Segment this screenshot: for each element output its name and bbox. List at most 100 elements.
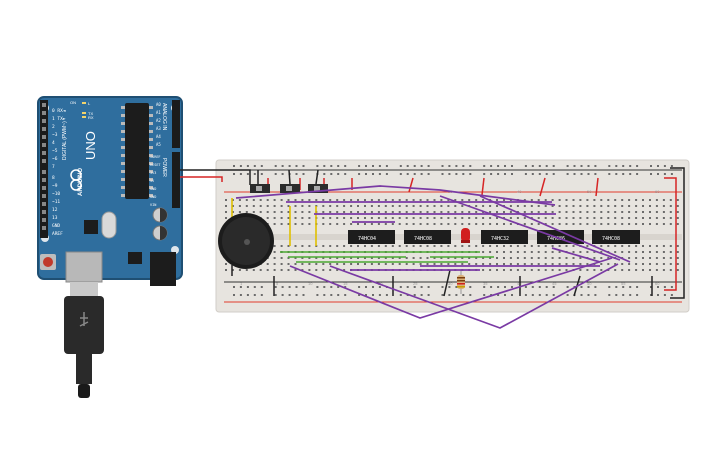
breadboard-hole[interactable] (398, 257, 401, 259)
breadboard-hole[interactable] (579, 269, 582, 271)
breadboard-hole[interactable] (503, 263, 505, 265)
breadboard-hole[interactable] (489, 223, 492, 225)
breadboard-hole[interactable] (649, 245, 651, 247)
breadboard-hole[interactable] (399, 286, 402, 288)
breadboard-hole[interactable] (405, 211, 408, 213)
breadboard-hole[interactable] (530, 205, 533, 207)
breadboard-hole[interactable] (273, 223, 276, 225)
breadboard-hole[interactable] (655, 263, 658, 265)
breadboard-hole[interactable] (497, 294, 500, 296)
breadboard-hole[interactable] (330, 286, 333, 288)
breadboard-hole[interactable] (364, 199, 366, 201)
breadboard-hole[interactable] (642, 205, 644, 207)
breadboard-hole[interactable] (607, 263, 610, 265)
breadboard-hole[interactable] (426, 211, 429, 213)
breadboard-hole[interactable] (551, 199, 554, 201)
breadboard-hole[interactable] (544, 245, 547, 247)
breadboard-hole[interactable] (558, 251, 561, 253)
breadboard-hole[interactable] (579, 217, 582, 219)
breadboard-hole[interactable] (245, 199, 248, 201)
breadboard-hole[interactable] (516, 205, 519, 207)
breadboard-hole[interactable] (231, 211, 234, 213)
breadboard-hole[interactable] (225, 205, 227, 207)
breadboard-hole[interactable] (398, 245, 401, 247)
breadboard-hole[interactable] (635, 217, 638, 219)
breadboard-hole[interactable] (614, 223, 617, 225)
breadboard-hole[interactable] (635, 245, 638, 247)
breadboard-hole[interactable] (330, 165, 333, 167)
breadboard-hole[interactable] (329, 211, 332, 213)
breadboard-hole[interactable] (391, 245, 394, 247)
breadboard-hole[interactable] (231, 205, 234, 207)
breadboard-hole[interactable] (357, 199, 359, 201)
breadboard-hole[interactable] (509, 223, 512, 225)
breadboard-hole[interactable] (412, 205, 415, 207)
breadboard-hole[interactable] (343, 199, 346, 201)
breadboard-hole[interactable] (558, 217, 561, 219)
breadboard-hole[interactable] (378, 286, 381, 288)
breadboard-hole[interactable] (586, 269, 589, 271)
breadboard-hole[interactable] (225, 199, 227, 201)
breadboard-hole[interactable] (635, 205, 638, 207)
breadboard-hole[interactable] (239, 173, 242, 175)
breadboard-hole[interactable] (469, 294, 472, 296)
breadboard-hole[interactable] (406, 165, 409, 167)
breadboard-hole[interactable] (448, 173, 451, 175)
breadboard-hole[interactable] (343, 269, 346, 271)
breadboard-hole[interactable] (441, 286, 444, 288)
breadboard-hole[interactable] (273, 269, 276, 271)
breadboard-hole[interactable] (496, 251, 498, 253)
breadboard-hole[interactable] (504, 173, 506, 175)
breadboard-hole[interactable] (239, 165, 242, 167)
breadboard-hole[interactable] (391, 205, 394, 207)
breadboard-hole[interactable] (579, 211, 582, 213)
breadboard-hole[interactable] (544, 251, 547, 253)
breadboard-hole[interactable] (419, 263, 422, 265)
breadboard-hole[interactable] (391, 257, 394, 259)
breadboard-hole[interactable] (280, 223, 283, 225)
breadboard-hole[interactable] (357, 217, 359, 219)
breadboard-hole[interactable] (447, 211, 450, 213)
breadboard-hole[interactable] (635, 269, 638, 271)
breadboard-hole[interactable] (405, 223, 408, 225)
breadboard-hole[interactable] (593, 223, 596, 225)
breadboard-hole[interactable] (364, 245, 366, 247)
breadboard-hole[interactable] (419, 199, 422, 201)
breadboard-hole[interactable] (586, 217, 589, 219)
breadboard-hole[interactable] (657, 286, 659, 288)
breadboard-hole[interactable] (461, 217, 464, 219)
breadboard-hole[interactable] (537, 251, 540, 253)
breadboard-hole[interactable] (649, 269, 651, 271)
breadboard-hole[interactable] (544, 269, 547, 271)
breadboard-hole[interactable] (426, 199, 429, 201)
breadboard-hole[interactable] (670, 286, 673, 288)
breadboard-hole[interactable] (642, 211, 644, 213)
breadboard-hole[interactable] (343, 223, 346, 225)
breadboard-hole[interactable] (336, 269, 339, 271)
breadboard-hole[interactable] (655, 211, 658, 213)
breadboard-hole[interactable] (301, 269, 304, 271)
breadboard-hole[interactable] (350, 205, 353, 207)
breadboard-hole[interactable] (615, 173, 618, 175)
breadboard-hole[interactable] (454, 217, 457, 219)
breadboard[interactable]: 1 5 10 15 20 25 30 35 40 45 50 55 60 30 … (215, 159, 690, 313)
breadboard-hole[interactable] (412, 263, 415, 265)
breadboard-hole[interactable] (461, 245, 464, 247)
breadboard-hole[interactable] (419, 211, 422, 213)
breadboard-hole[interactable] (448, 165, 451, 167)
breadboard-hole[interactable] (447, 263, 450, 265)
breadboard-hole[interactable] (295, 286, 298, 288)
breadboard-hole[interactable] (252, 205, 255, 207)
breadboard-hole[interactable] (405, 217, 408, 219)
breadboard-hole[interactable] (504, 294, 506, 296)
breadboard-hole[interactable] (253, 294, 256, 296)
breadboard-hole[interactable] (483, 294, 486, 296)
breadboard-hole[interactable] (372, 294, 374, 296)
breadboard-hole[interactable] (454, 211, 457, 213)
breadboard-hole[interactable] (636, 173, 639, 175)
breadboard-hole[interactable] (503, 223, 505, 225)
breadboard-hole[interactable] (259, 205, 262, 207)
breadboard-hole[interactable] (622, 173, 625, 175)
breadboard-hole[interactable] (301, 205, 304, 207)
breadboard-hole[interactable] (337, 294, 340, 296)
